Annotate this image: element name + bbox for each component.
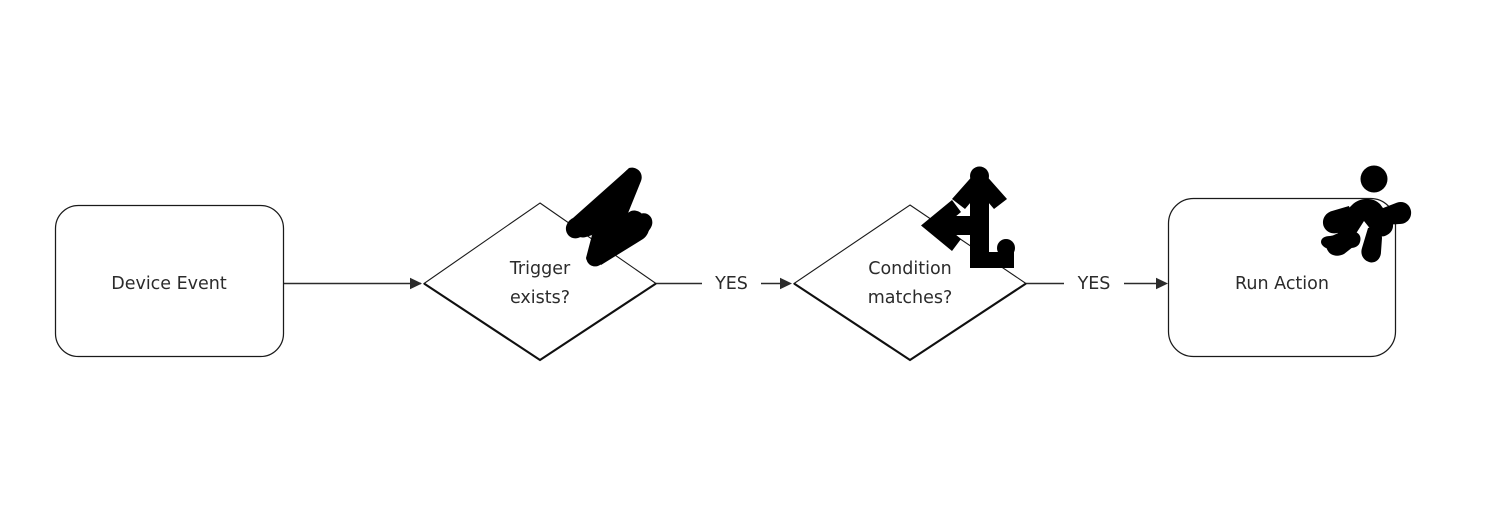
trigger-exists-diamond-lower-edges: [423, 282, 657, 362]
node-device-event[interactable]: Device Event: [54, 204, 285, 358]
edge-3-arrowhead: [1156, 277, 1168, 290]
running-person-foot-rear: [1321, 231, 1361, 249]
trigger-exists-label-line2: exists?: [510, 288, 570, 308]
branch-arrow-icon: [921, 166, 1015, 268]
trigger-exists-label-line1: Trigger: [509, 259, 571, 279]
running-person-head: [1360, 165, 1388, 193]
edge-trigger-to-condition: YES: [656, 274, 792, 294]
running-person-arm-back: [1322, 206, 1354, 234]
condition-matches-label-line2: matches?: [868, 288, 953, 308]
edge-1-arrowhead: [410, 277, 422, 290]
running-person-icon: [1321, 165, 1412, 263]
running-person-leg-front: [1361, 227, 1382, 263]
edge-device-event-to-trigger: [283, 277, 422, 290]
edge-2-label: YES: [714, 274, 748, 294]
condition-matches-label-line1: Condition: [868, 259, 952, 279]
lightning-bolt-icon: [565, 167, 653, 267]
branch-arrow-left-head: [921, 200, 961, 251]
node-trigger-exists[interactable]: Trigger exists?: [423, 167, 657, 362]
condition-matches-diamond[interactable]: [793, 204, 1027, 361]
condition-matches-diamond-lower-edges: [793, 282, 1027, 362]
node-condition-matches[interactable]: Condition matches?: [793, 166, 1027, 362]
edge-3-label: YES: [1077, 274, 1111, 294]
branch-arrow-cap-stub: [997, 239, 1015, 257]
branch-arrow-down-stub: [970, 235, 1014, 268]
branch-arrow-cap-top: [970, 166, 989, 186]
run-action-label: Run Action: [1235, 274, 1329, 294]
running-person-arm-front: [1378, 201, 1412, 225]
edge-condition-to-run-action: YES: [1026, 274, 1168, 294]
lightning-bolt-tail: [586, 213, 653, 266]
branch-arrow-up-head: [952, 168, 1007, 209]
device-event-label: Device Event: [111, 274, 227, 294]
node-run-action[interactable]: Run Action: [1167, 165, 1412, 358]
edge-2-arrowhead: [780, 277, 792, 290]
device-event-box[interactable]: [54, 204, 285, 358]
